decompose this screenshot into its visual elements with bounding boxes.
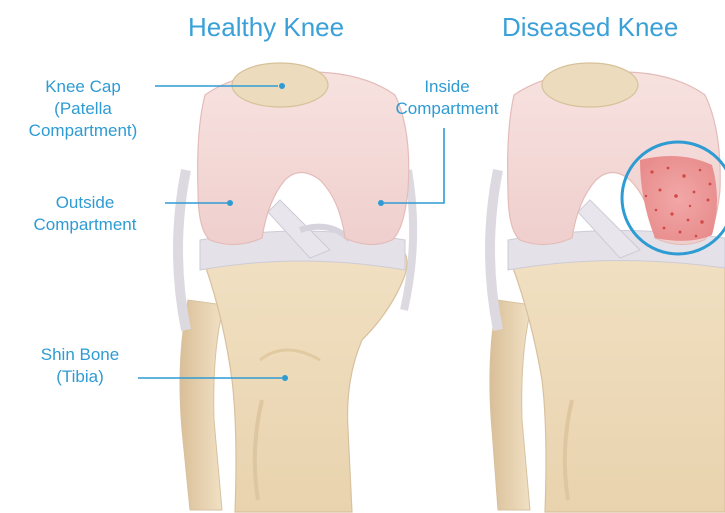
label-knee-cap: Knee Cap (Patella Compartment) bbox=[8, 76, 158, 142]
label-inside-line2: Compartment bbox=[382, 98, 512, 120]
fibula-bone bbox=[180, 300, 224, 510]
label-knee-cap-line3: Compartment) bbox=[8, 120, 158, 142]
ligament bbox=[178, 170, 186, 330]
label-outside-line2: Compartment bbox=[10, 214, 160, 236]
damaged-cartilage bbox=[640, 156, 717, 241]
label-outside-compartment: Outside Compartment bbox=[10, 192, 160, 236]
label-shin-bone: Shin Bone (Tibia) bbox=[20, 344, 140, 388]
healthy-knee bbox=[138, 63, 444, 512]
title-diseased-knee: Diseased Knee bbox=[502, 12, 678, 43]
diseased-knee bbox=[490, 63, 725, 512]
tibia-bone bbox=[204, 248, 407, 512]
label-inside-line1: Inside bbox=[382, 76, 512, 98]
ligament bbox=[490, 170, 498, 330]
patella bbox=[542, 63, 638, 107]
title-healthy-knee: Healthy Knee bbox=[188, 12, 344, 43]
label-outside-line1: Outside bbox=[10, 192, 160, 214]
marker-dot bbox=[378, 200, 384, 206]
label-shin-line1: Shin Bone bbox=[20, 344, 140, 366]
label-shin-line2: (Tibia) bbox=[20, 366, 140, 388]
marker-dot bbox=[227, 200, 233, 206]
label-inside-compartment: Inside Compartment bbox=[382, 76, 512, 120]
marker-dot bbox=[282, 375, 288, 381]
tibia-bone bbox=[511, 248, 725, 512]
label-knee-cap-line2: (Patella bbox=[8, 98, 158, 120]
fibula-bone bbox=[490, 300, 532, 510]
label-knee-cap-line1: Knee Cap bbox=[8, 76, 158, 98]
marker-dot bbox=[279, 83, 285, 89]
